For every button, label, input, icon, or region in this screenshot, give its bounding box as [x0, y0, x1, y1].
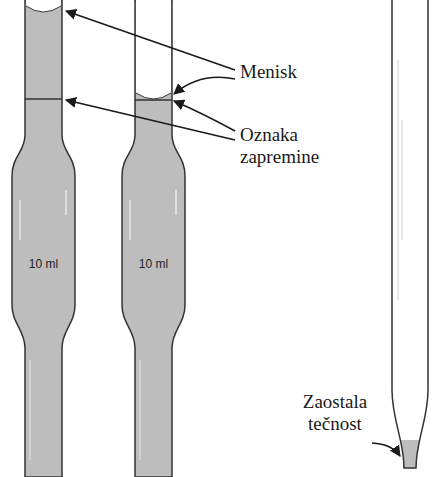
pipette-left: [12, 0, 75, 477]
volume-mark-label: Oznaka zapremine: [240, 124, 345, 168]
residual-liquid-label: Zaostala tečnost: [290, 391, 380, 435]
leader-arrows: [66, 11, 400, 456]
meniscus-label: Menisk: [240, 61, 350, 83]
pipette-tip: [392, 0, 428, 468]
pipette-middle: [122, 0, 185, 477]
volume-marking: 10 ml: [128, 258, 179, 272]
volume-marking: 10 ml: [18, 258, 69, 272]
